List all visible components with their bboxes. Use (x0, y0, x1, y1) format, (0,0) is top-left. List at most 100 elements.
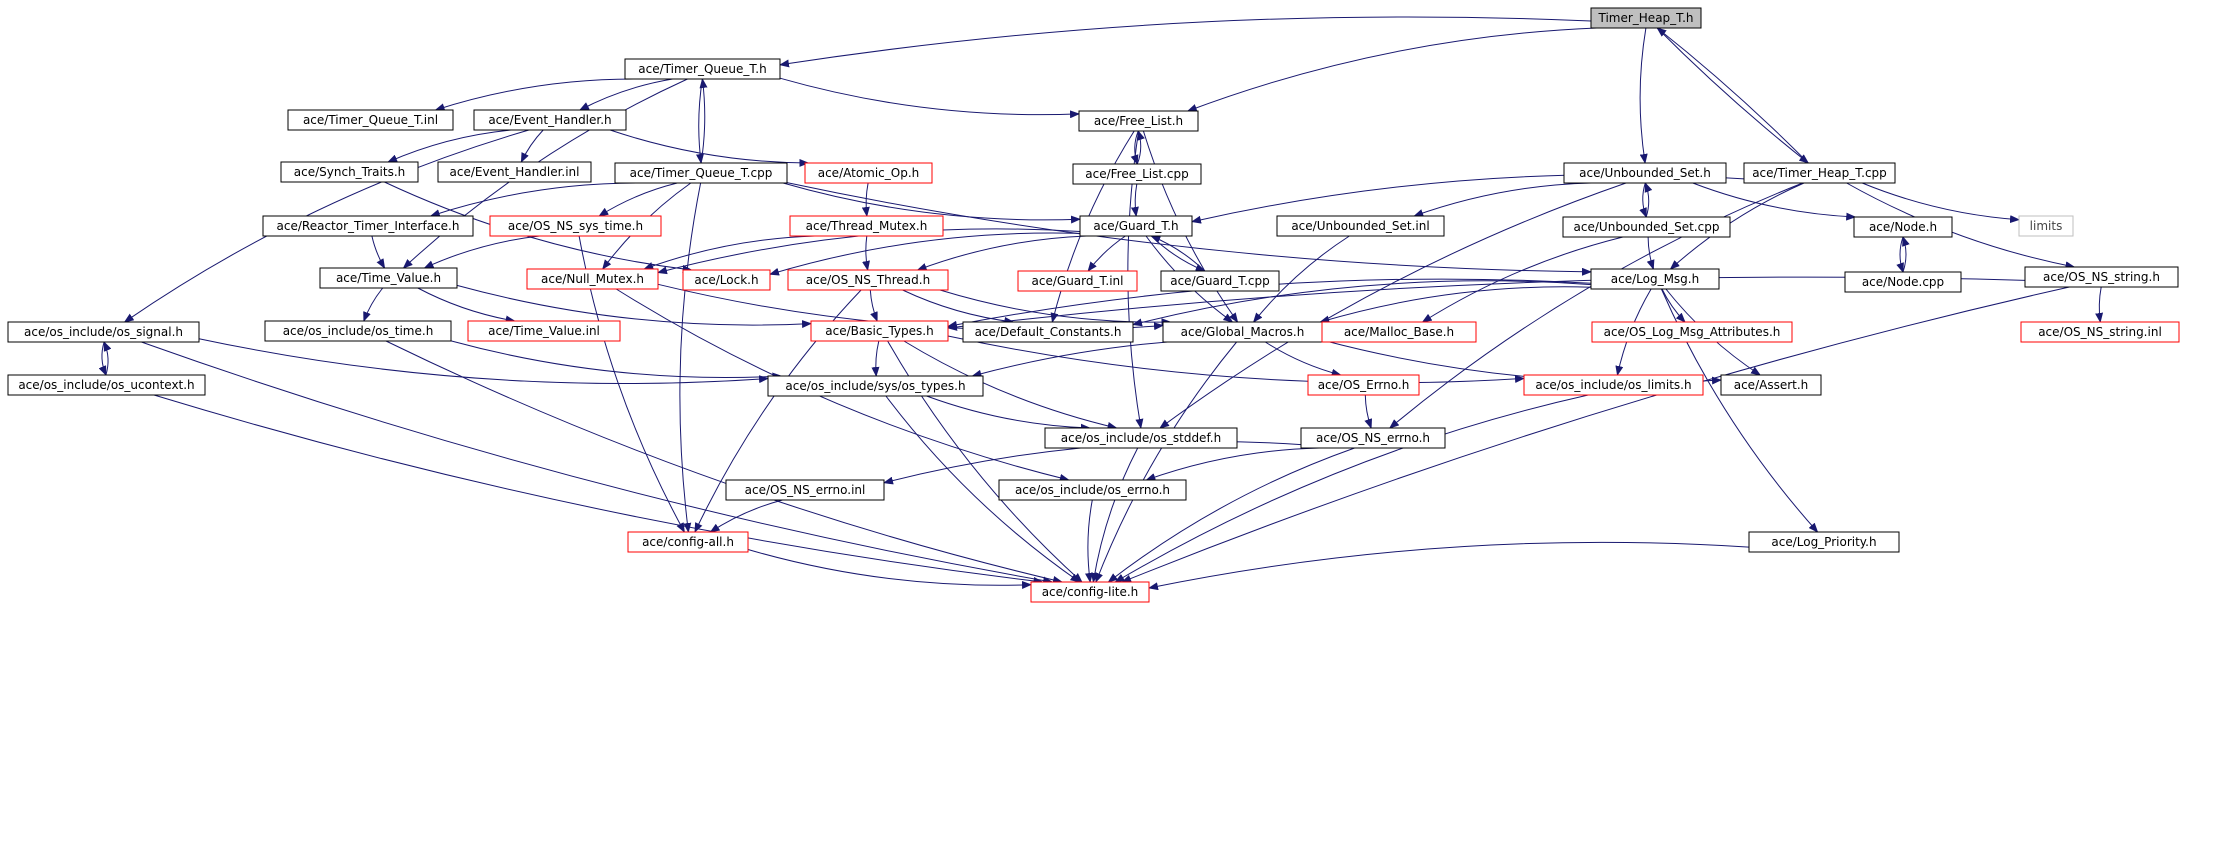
node-box[interactable] (962, 321, 1134, 343)
node-box[interactable] (1300, 427, 1446, 449)
node-guard-t-cpp[interactable]: ace/Guard_T.cpp (1160, 270, 1280, 292)
node-timer-queue-t-inl[interactable]: ace/Timer_Queue_T.inl (287, 109, 454, 131)
node-box[interactable] (1307, 374, 1420, 396)
node-event-handler-inl[interactable]: ace/Event_Handler.inl (437, 161, 592, 183)
node-config-lite-h[interactable]: ace/config-lite.h (1030, 581, 1150, 603)
node-box[interactable] (489, 215, 662, 237)
node-box[interactable] (1072, 163, 1202, 185)
node-unbounded-set-h[interactable]: ace/Unbounded_Set.h (1563, 162, 1727, 184)
node-box[interactable] (7, 321, 200, 343)
node-free-list-h[interactable]: ace/Free_List.h (1078, 110, 1199, 132)
node-guard-t-h[interactable]: ace/Guard_T.h (1079, 215, 1193, 237)
node-timer-heap-t-cpp[interactable]: ace/Timer_Heap_T.cpp (1743, 162, 1896, 184)
node-atomic-op-h[interactable]: ace/Atomic_Op.h (804, 162, 933, 184)
node-box[interactable] (1720, 374, 1822, 396)
node-box[interactable] (1030, 581, 1150, 603)
node-box[interactable] (1844, 271, 1962, 293)
node-event-handler-h[interactable]: ace/Event_Handler.h (473, 109, 627, 131)
node-os-stddef-h[interactable]: ace/os_include/os_stddef.h (1044, 427, 1238, 449)
node-box[interactable] (2018, 215, 2074, 237)
node-box[interactable] (1591, 321, 1793, 343)
node-box[interactable] (1044, 427, 1238, 449)
node-unbounded-set-cpp[interactable]: ace/Unbounded_Set.cpp (1562, 216, 1731, 238)
node-log-priority-h[interactable]: ace/Log_Priority.h (1748, 531, 1900, 553)
node-unbounded-set-inl[interactable]: ace/Unbounded_Set.inl (1276, 215, 1445, 237)
node-box[interactable] (264, 320, 452, 342)
node-box[interactable] (810, 320, 949, 342)
node-os-ns-string-h[interactable]: ace/OS_NS_string.h (2024, 266, 2179, 288)
node-os-ns-string-inl[interactable]: ace/OS_NS_string.inl (2020, 321, 2180, 343)
node-global-macros-h[interactable]: ace/Global_Macros.h (1162, 321, 1323, 343)
node-log-msg-h[interactable]: ace/Log_Msg.h (1590, 268, 1720, 290)
node-box[interactable] (1017, 270, 1138, 292)
node-timer-queue-t-h[interactable]: ace/Timer_Queue_T.h (624, 58, 781, 80)
node-timer-heap-t-h[interactable]: Timer_Heap_T.h (1590, 7, 1702, 29)
node-box[interactable] (2024, 266, 2179, 288)
node-box[interactable] (789, 215, 944, 237)
node-box[interactable] (1562, 216, 1731, 238)
node-box[interactable] (1853, 216, 1953, 238)
node-os-ucontext-h[interactable]: ace/os_include/os_ucontext.h (7, 374, 206, 396)
node-box[interactable] (526, 268, 659, 290)
node-box[interactable] (473, 109, 627, 131)
node-os-errno-h-cap[interactable]: ace/OS_Errno.h (1307, 374, 1420, 396)
node-os-errno-h[interactable]: ace/os_include/os_errno.h (998, 479, 1187, 501)
node-os-log-msg-attributes-h[interactable]: ace/OS_Log_Msg_Attributes.h (1591, 321, 1793, 343)
node-box[interactable] (1276, 215, 1445, 237)
node-box[interactable] (624, 58, 781, 80)
node-reactor-timer-interface-h[interactable]: ace/Reactor_Timer_Interface.h (262, 215, 474, 237)
node-box[interactable] (1590, 7, 1702, 29)
node-node-h[interactable]: ace/Node.h (1853, 216, 1953, 238)
node-free-list-cpp[interactable]: ace/Free_List.cpp (1072, 163, 1202, 185)
node-box[interactable] (682, 269, 771, 291)
node-os-ns-errno-h[interactable]: ace/OS_NS_errno.h (1300, 427, 1446, 449)
node-malloc-base-h[interactable]: ace/Malloc_Base.h (1321, 321, 1477, 343)
node-box[interactable] (467, 320, 621, 342)
node-box[interactable] (804, 162, 933, 184)
node-box[interactable] (614, 162, 788, 184)
node-box[interactable] (319, 267, 458, 289)
node-os-types-h[interactable]: ace/os_include/sys/os_types.h (767, 375, 984, 397)
node-node-cpp[interactable]: ace/Node.cpp (1844, 271, 1962, 293)
node-box[interactable] (627, 531, 749, 553)
node-config-all-h[interactable]: ace/config-all.h (627, 531, 749, 553)
node-synch-traits-h[interactable]: ace/Synch_Traits.h (280, 161, 419, 183)
node-box[interactable] (1160, 270, 1280, 292)
node-box[interactable] (998, 479, 1187, 501)
node-box[interactable] (2020, 321, 2180, 343)
node-box[interactable] (7, 374, 206, 396)
node-assert-h[interactable]: ace/Assert.h (1720, 374, 1822, 396)
node-time-value-h[interactable]: ace/Time_Value.h (319, 267, 458, 289)
node-guard-t-inl[interactable]: ace/Guard_T.inl (1017, 270, 1138, 292)
node-box[interactable] (1321, 321, 1477, 343)
node-box[interactable] (1743, 162, 1896, 184)
node-box[interactable] (437, 161, 592, 183)
node-box[interactable] (767, 375, 984, 397)
node-basic-types-h[interactable]: ace/Basic_Types.h (810, 320, 949, 342)
node-box[interactable] (287, 109, 454, 131)
node-null-mutex-h[interactable]: ace/Null_Mutex.h (526, 268, 659, 290)
node-box[interactable] (280, 161, 419, 183)
node-box[interactable] (787, 269, 949, 291)
node-box[interactable] (1748, 531, 1900, 553)
node-timer-queue-t-cpp[interactable]: ace/Timer_Queue_T.cpp (614, 162, 788, 184)
node-box[interactable] (1590, 268, 1720, 290)
node-label: ace/OS_NS_errno.inl (745, 483, 866, 497)
node-os-ns-thread-h[interactable]: ace/OS_NS_Thread.h (787, 269, 949, 291)
node-os-limits-h[interactable]: ace/os_include/os_limits.h (1523, 374, 1704, 396)
node-time-value-inl[interactable]: ace/Time_Value.inl (467, 320, 621, 342)
node-box[interactable] (725, 479, 885, 501)
node-box[interactable] (1563, 162, 1727, 184)
node-lock-h[interactable]: ace/Lock.h (682, 269, 771, 291)
node-os-signal-h[interactable]: ace/os_include/os_signal.h (7, 321, 200, 343)
node-box[interactable] (262, 215, 474, 237)
node-box[interactable] (1523, 374, 1704, 396)
node-box[interactable] (1078, 110, 1199, 132)
node-os-ns-errno-inl[interactable]: ace/OS_NS_errno.inl (725, 479, 885, 501)
node-os-ns-sys-time-h[interactable]: ace/OS_NS_sys_time.h (489, 215, 662, 237)
node-default-constants-h[interactable]: ace/Default_Constants.h (962, 321, 1134, 343)
node-os-time-h[interactable]: ace/os_include/os_time.h (264, 320, 452, 342)
node-box[interactable] (1079, 215, 1193, 237)
node-thread-mutex-h[interactable]: ace/Thread_Mutex.h (789, 215, 944, 237)
node-limits[interactable]: limits (2018, 215, 2074, 237)
